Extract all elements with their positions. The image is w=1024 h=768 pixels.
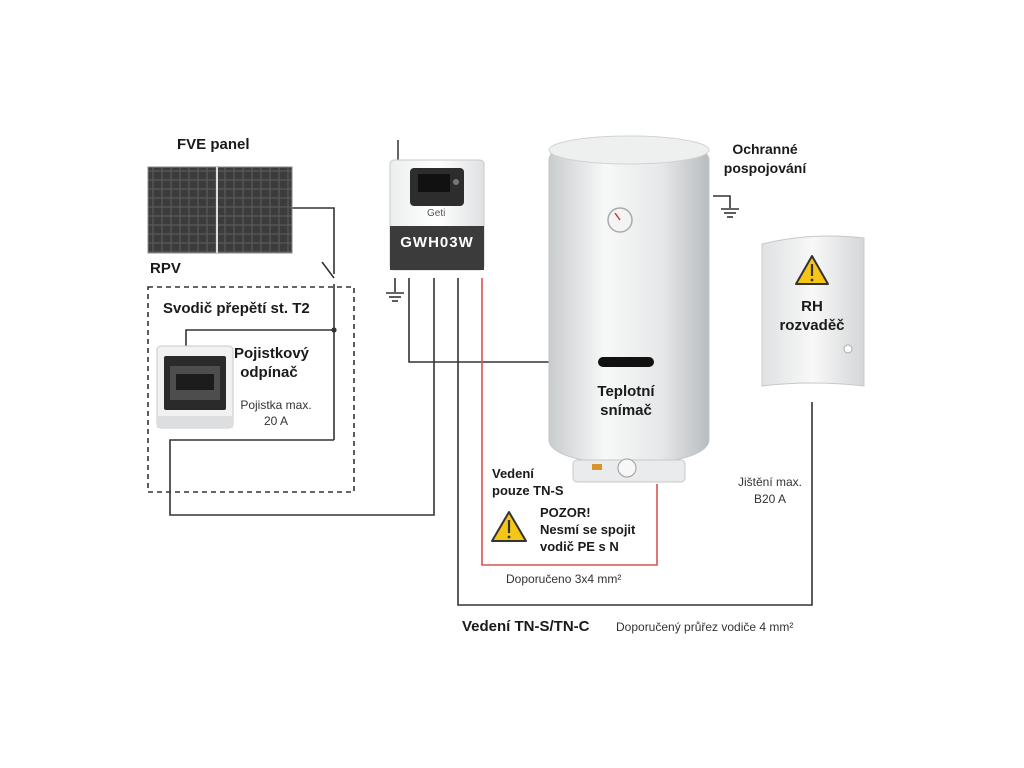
rh-line2: rozvaděč [779,317,845,334]
device-brand: Geti [427,208,446,219]
rh-line1: RH [801,298,823,315]
vedeni-tns-line1: Vedení [492,466,534,481]
rpv-label: RPV [150,260,181,277]
ground-icon [721,208,739,218]
fuse-box [156,345,234,429]
spd-box [147,286,355,493]
pojistka-label: Pojistka max. 20 A [236,397,316,429]
temperature-knob [617,458,637,478]
pojistka-line1: Pojistka max. [240,398,312,412]
red-wire [481,278,658,566]
device-model-label: GWH03W [400,234,474,251]
ground-icon [386,292,404,302]
vedeni-tns-label: Vedení pouze TN-S [492,465,564,499]
gwh03w-device [389,140,485,271]
teplotni-line1: Teplotní [597,383,655,400]
jisteni-line2: B20 A [753,492,787,506]
vedeni-tns-line2: pouze TN-S [492,483,564,498]
warning-triangle-icon [795,255,829,285]
svodic-label: Svodič přepětí st. T2 [163,300,310,317]
ochranne-line1: Ochranné [732,141,798,157]
pozor-line3: vodič PE s N [540,539,619,554]
wires [169,195,813,606]
pozor-line1: POZOR! [540,505,591,520]
solar-panel [147,166,293,254]
water-heater [548,135,710,483]
rh-switchboard [761,235,865,387]
warning-triangle-icon [491,511,527,542]
doporuceno-label: Doporučeno 3x4 mm² [506,572,622,586]
prurez-label: Doporučený průřez vodiče 4 mm² [616,620,794,634]
rh-label: RH rozvaděč [772,297,852,335]
pojistkovy-label: Pojistkový odpínač [234,344,310,382]
ochranne-line2: pospojování [723,160,807,176]
teplotni-label: Teplotní snímač [584,382,668,420]
teplotni-line2: snímač [600,402,652,419]
pojistkovy-line1: Pojistkový [234,345,310,362]
fve-panel-label: FVE panel [177,136,250,153]
vedeni-tnc-label: Vedení TN-S/TN-C [462,618,590,635]
jisteni-label: Jištění max. B20 A [730,474,810,508]
pojistka-line2: 20 A [263,414,289,428]
pozor-label: POZOR! Nesmí se spojit vodič PE s N [540,504,635,555]
ochranne-label: Ochranné pospojování [710,140,820,178]
pojistkovy-line2: odpínač [240,364,298,381]
jisteni-line1: Jištění max. [737,475,803,489]
pozor-line2: Nesmí se spojit [540,522,636,537]
